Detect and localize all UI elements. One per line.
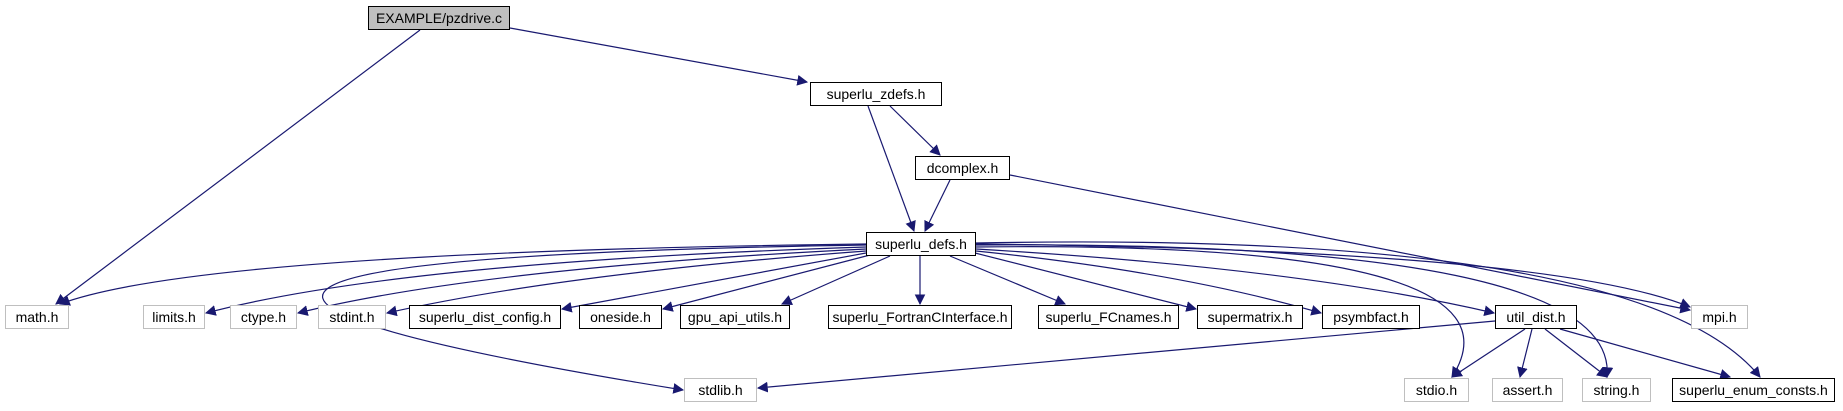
edge-superlu_defs-to-supermatrix [974,252,1198,312]
edge-superlu_zdefs-to-superlu_defs [867,105,916,233]
node-stdlib: stdlib.h [684,378,757,402]
edge-superlu_defs-to-gpu_api_utils [781,255,891,305]
node-psymbfact[interactable]: psymbfact.h [1322,305,1420,329]
node-dcomplex[interactable]: dcomplex.h [915,156,1010,180]
node-superlu-enum-consts[interactable]: superlu_enum_consts.h [1672,378,1835,402]
edge-superlu_defs-to-stdlib [322,244,867,394]
node-pzdrive: EXAMPLE/pzdrive.c [368,6,510,30]
node-stdio: stdio.h [1404,378,1469,402]
node-math: math.h [5,305,69,329]
edge-util_dist-to-assert [1517,328,1533,379]
edge-layer [55,27,1761,394]
edge-superlu_defs-to-psymbfact [975,250,1323,316]
edge-superlu_defs-to-math [58,243,867,306]
edge-superlu_defs-to-superlu_dist_config [560,252,867,313]
node-ctype: ctype.h [230,305,297,329]
node-supermatrix[interactable]: supermatrix.h [1197,305,1303,329]
edge-superlu_defs-to-ctype [296,248,867,316]
edge-util_dist-to-stdlib [756,320,1496,393]
node-string: string.h [1582,378,1651,402]
edge-superlu_defs-to-mpi [975,243,1692,309]
node-util-dist[interactable]: util_dist.h [1495,305,1577,329]
edge-util_dist-to-stdio [1451,328,1526,378]
edge-superlu_defs-to-superlu_enum_consts [975,241,1761,378]
edge-superlu_defs-to-stdio [975,246,1465,378]
node-gpu-api-utils[interactable]: gpu_api_utils.h [680,305,790,329]
node-stdint: stdint.h [318,305,386,329]
edge-superlu_defs-to-superlu_FCnames [949,255,1066,306]
node-superlu-zdefs[interactable]: superlu_zdefs.h [810,82,942,106]
edge-pzdrive-to-math [55,29,421,305]
edge-superlu_defs-to-limits [204,246,867,316]
node-assert: assert.h [1492,378,1563,402]
node-superlu-dist-config[interactable]: superlu_dist_config.h [409,305,561,329]
edge-superlu_zdefs-to-dcomplex [889,105,941,156]
edge-superlu_defs-to-util_dist [975,248,1496,317]
edge-util_dist-to-string [1544,328,1608,378]
edge-dcomplex-to-mpi [1009,174,1692,314]
node-oneside[interactable]: oneside.h [579,305,662,329]
edge-pzdrive-to-superlu_zdefs [509,27,809,86]
edge-superlu_defs-to-stdint [385,250,867,317]
node-limits: limits.h [143,305,205,329]
edge-dcomplex-to-superlu_defs [924,179,951,232]
edge-superlu_defs-to-string [975,244,1614,379]
node-superlu-fortrancinterface[interactable]: superlu_FortranCInterface.h [828,305,1012,329]
edge-superlu_defs-to-oneside [661,254,871,312]
edge-util_dist-to-superlu_enum_consts [1559,328,1732,380]
node-superlu-defs[interactable]: superlu_defs.h [866,232,976,256]
node-mpi: mpi.h [1691,305,1748,329]
node-superlu-fcnames[interactable]: superlu_FCnames.h [1038,305,1179,329]
